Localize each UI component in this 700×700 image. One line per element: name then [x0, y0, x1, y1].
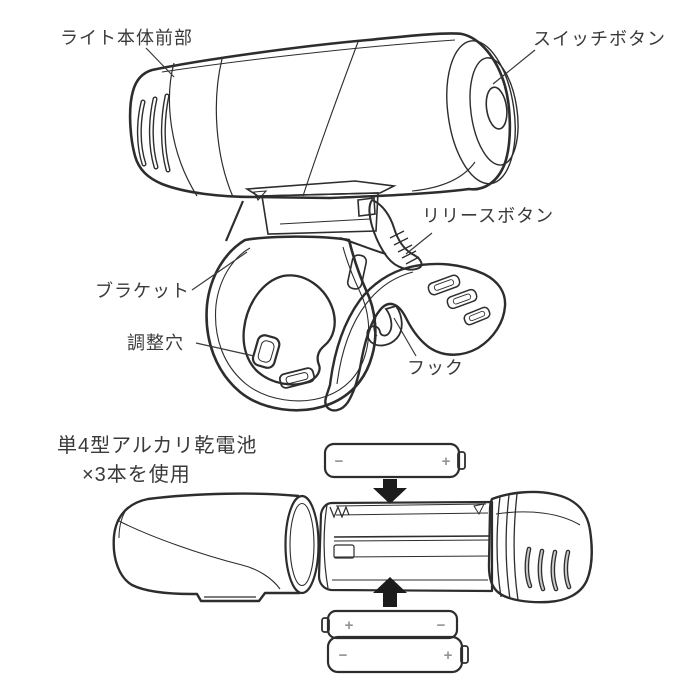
label-adjustment-hole: 調整穴 [127, 333, 184, 353]
label-bracket: ブラケット [95, 280, 190, 301]
mount-shoe [224, 180, 397, 255]
leader-switch-button [492, 49, 536, 85]
battery-note-line2: ×3本を使用 [82, 463, 191, 486]
battery-installation-diagram: 単4型アルカリ乾電池 ×3本を使用 − + [57, 434, 593, 674]
terminal-plus-icon: + [444, 647, 453, 664]
label-light-front: ライト本体前部 [60, 28, 193, 48]
rear-cap [487, 490, 593, 604]
battery-note-line1: 単4型アルカリ乾電池 [57, 434, 257, 457]
leader-bracket [191, 251, 248, 291]
rubber-strap [324, 254, 507, 412]
leader-hook [393, 317, 417, 357]
terminal-minus-icon: − [335, 453, 344, 470]
hook-shape [366, 304, 403, 347]
battery-spring-icon [329, 505, 350, 519]
rear-cap-vent-slots [524, 546, 572, 592]
down-arrow-icon [373, 479, 407, 504]
label-release-button: リリースボタン [422, 206, 554, 226]
callouts: ライト本体前部 スイッチボタン リリースボタン ブラケット 調整穴 フック [60, 28, 666, 378]
battery-aaa-bottom: − + [326, 635, 469, 674]
label-hook: フック [407, 358, 464, 378]
battery-compartment [317, 500, 494, 593]
terminal-plus-icon: + [345, 617, 354, 634]
battery-aaa-top: − + [323, 442, 466, 479]
adjustment-hole-shape [251, 334, 281, 369]
release-lever [357, 197, 423, 271]
terminal-plus-icon: + [442, 453, 451, 470]
front-vent-slots [136, 93, 171, 173]
terminal-minus-icon: − [437, 617, 446, 634]
bottom-slot [278, 367, 316, 389]
terminal-minus-icon: − [339, 647, 348, 664]
battery-aaa-middle: + − [321, 609, 459, 640]
label-switch-button: スイッチボタン [533, 29, 666, 49]
switch-button [446, 40, 519, 185]
up-arrow-icon [373, 577, 407, 607]
leader-release-button [405, 232, 433, 255]
light-and-bracket-diagram: ライト本体前部 スイッチボタン リリースボタン ブラケット 調整穴 フック [60, 28, 666, 412]
front-housing [112, 492, 320, 603]
leader-light-front [145, 47, 175, 78]
leader-adjustment-hole [195, 342, 255, 357]
strap-slots [427, 274, 491, 326]
bracket-ring [205, 235, 377, 412]
